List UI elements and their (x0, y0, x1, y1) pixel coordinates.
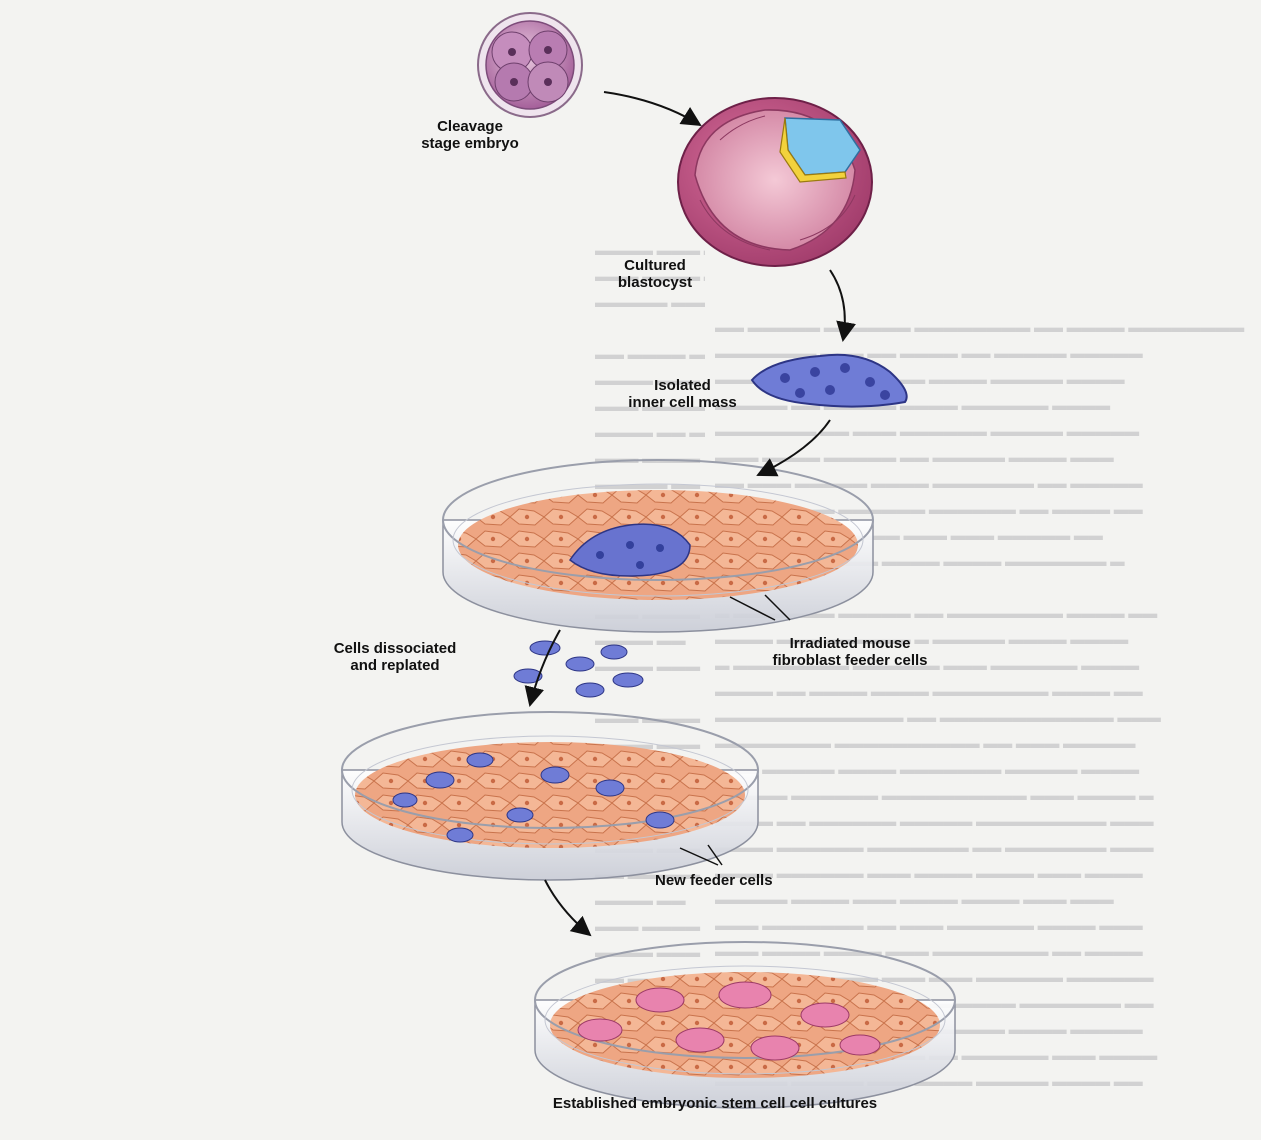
label-feeder-line2: fibroblast feeder cells (755, 652, 945, 669)
label-new-feeder: New feeder cells (655, 872, 835, 889)
blastocyst (678, 98, 872, 266)
label-established: Established embryonic stem cell cell cul… (460, 1095, 970, 1112)
label-feeder-line1: Irradiated mouse (755, 635, 945, 652)
label-icm-line1: Isolated (610, 377, 755, 394)
inner-cell-mass (752, 355, 907, 407)
label-blastocyst: Cultured blastocyst (600, 257, 710, 291)
label-dissociated-line1: Cells dissociated (320, 640, 470, 657)
label-feeder-cells: Irradiated mouse fibroblast feeder cells (755, 635, 945, 669)
label-inner-cell-mass: Isolated inner cell mass (610, 377, 755, 411)
label-blastocyst-line2: blastocyst (600, 274, 710, 291)
label-dissociated: Cells dissociated and replated (320, 640, 470, 674)
label-icm-line2: inner cell mass (610, 394, 755, 411)
label-dissociated-line2: and replated (320, 657, 470, 674)
culture-dish-1 (443, 460, 873, 632)
label-cleavage-line2: stage embryo (395, 135, 545, 152)
culture-dish-3 (535, 942, 955, 1108)
cleavage-embryo (478, 13, 582, 117)
dissociated-cells (514, 641, 643, 697)
label-cleavage-embryo: Cleavage stage embryo (395, 118, 545, 152)
label-cleavage-line1: Cleavage (395, 118, 545, 135)
label-blastocyst-line1: Cultured (600, 257, 710, 274)
